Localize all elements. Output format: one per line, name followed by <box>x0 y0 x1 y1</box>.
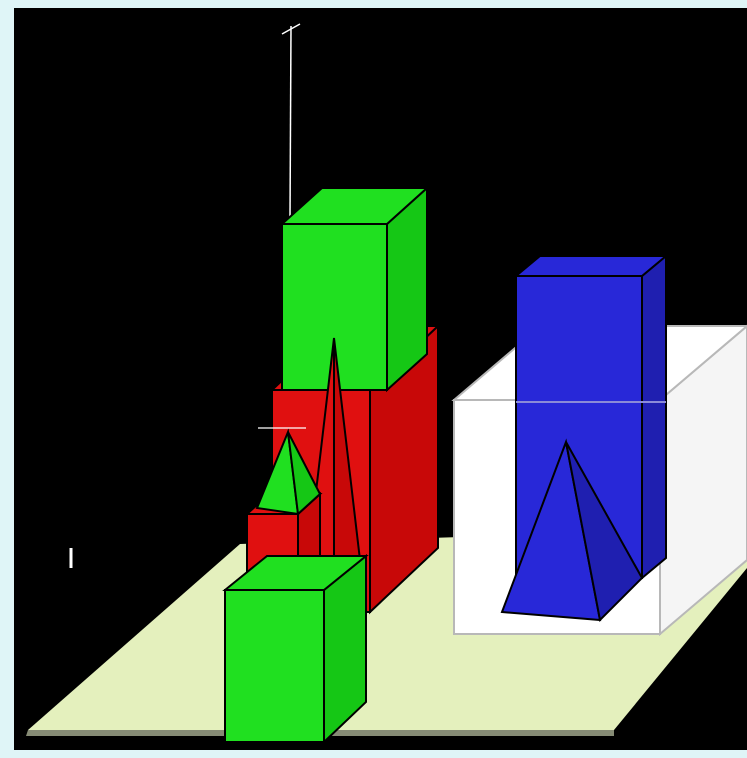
front-green-cube-top <box>222 555 369 591</box>
small-green-pyramid-right <box>287 431 322 517</box>
upper-green-box-top <box>279 187 430 225</box>
scene-svg <box>26 23 747 745</box>
blue-pyramid-right <box>565 441 644 623</box>
antenna-line <box>289 25 292 219</box>
scene-canvas <box>14 8 747 750</box>
antenna-tip <box>281 23 301 35</box>
blue-tall-box-side <box>641 253 667 581</box>
front-green-cube-front <box>224 589 325 743</box>
blue-tall-box-top <box>513 255 669 277</box>
